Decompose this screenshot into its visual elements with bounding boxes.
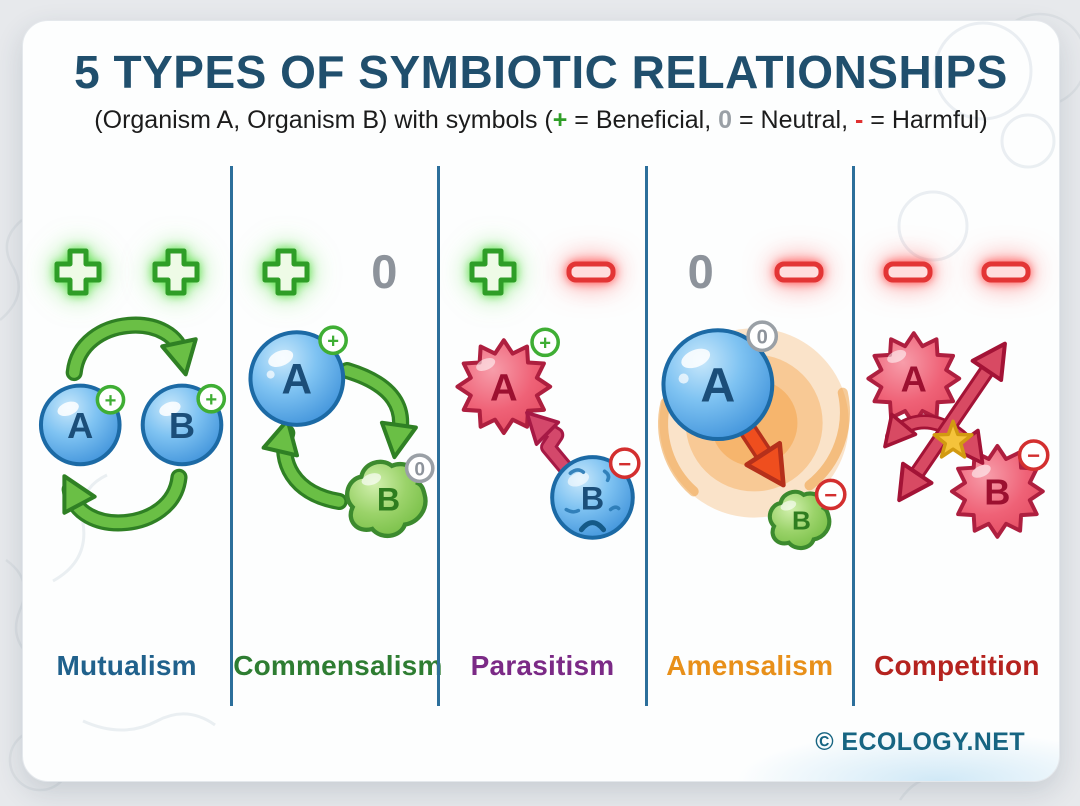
commensalism-effects-row: 0 xyxy=(233,244,437,300)
organism-b-letter: B xyxy=(984,472,1010,513)
infographic-card: 5 TYPES OF SYMBIOTIC RELATIONSHIPS (Orga… xyxy=(22,20,1060,782)
subtitle: (Organism A, Organism B) with symbols (+… xyxy=(23,105,1059,135)
competition-diagram: A B xyxy=(866,331,1050,539)
svg-text:+: + xyxy=(327,330,339,352)
drain-arrow xyxy=(514,400,577,480)
legend-harmful-text: = Harmful) xyxy=(863,105,988,134)
commensalism-diagram: A B + 0 xyxy=(248,325,435,572)
organism-b-letter: B xyxy=(169,405,195,446)
legend-beneficial-text: = Beneficial, xyxy=(567,105,719,134)
column-label-amensalism: Amensalism xyxy=(666,650,834,681)
column-amensalism: 0 xyxy=(644,166,852,706)
clash-arrow-curved xyxy=(871,412,997,474)
organism-b-effect-badge: − xyxy=(609,447,641,480)
organism-a-effect-badge: 0 xyxy=(745,320,778,353)
footer: © ECOLOGY.NET xyxy=(23,706,1059,781)
column-competition: A B xyxy=(851,166,1059,706)
organism-a-effect-badge: + xyxy=(318,325,349,356)
legend-neutral-text: = Neutral, xyxy=(732,105,856,134)
svg-text:0: 0 xyxy=(756,326,767,348)
legend-minus-symbol: - xyxy=(855,105,864,134)
organism-a-effect-badge: + xyxy=(95,384,126,415)
svg-text:0: 0 xyxy=(415,459,426,480)
organism-a: A xyxy=(248,330,346,427)
organism-a-letter: A xyxy=(67,405,93,446)
organism-b-effect-badge: − xyxy=(1017,439,1050,472)
header: 5 TYPES OF SYMBIOTIC RELATIONSHIPS (Orga… xyxy=(23,21,1059,166)
svg-text:+: + xyxy=(540,332,552,354)
sick-marks xyxy=(564,468,621,514)
copyright: © ECOLOGY.NET xyxy=(815,728,1025,756)
cycle-arrow-right xyxy=(338,361,416,460)
organism-b: B xyxy=(550,455,636,540)
svg-text:−: − xyxy=(824,482,837,507)
beneficial-symbol xyxy=(260,246,312,298)
organism-a-letter: A xyxy=(490,367,518,410)
organism-a: A xyxy=(661,328,774,442)
mutualism-diagram: A B + + xyxy=(38,316,227,532)
beneficial-symbol xyxy=(52,246,104,298)
organism-b-letter: B xyxy=(377,482,400,518)
column-label-parasitism: Parasitism xyxy=(470,650,615,681)
svg-text:+: + xyxy=(105,390,117,412)
amensalism-effects-row: 0 xyxy=(648,244,852,300)
parasitism-effects-row xyxy=(440,244,644,300)
columns-container: A B + + Mutualism xyxy=(23,166,1059,706)
harmful-symbol xyxy=(773,246,825,298)
contested-resource-star xyxy=(932,419,974,459)
column-mutualism: A B + + Mutualism xyxy=(23,166,230,706)
parasitism-diagram: A B xyxy=(440,327,641,540)
organism-a: A xyxy=(866,331,961,426)
organism-b-effect-badge: − xyxy=(814,478,847,511)
organism-b: B xyxy=(769,492,828,548)
organism-a-letter: A xyxy=(282,356,313,403)
subtitle-prefix: (Organism A, Organism B) with symbols ( xyxy=(94,105,553,134)
column-label-commensalism: Commensalism xyxy=(233,650,443,681)
legend-plus-symbol: + xyxy=(552,105,568,134)
beneficial-symbol xyxy=(467,246,519,298)
mutualism-effects-row xyxy=(23,244,230,300)
column-parasitism: A B xyxy=(437,166,644,706)
cycle-arrow-bottom xyxy=(49,468,188,532)
neutral-symbol: 0 xyxy=(371,245,398,298)
amensalism-diagram: A B 0 − xyxy=(657,320,850,572)
beneficial-symbol xyxy=(150,246,202,298)
svg-text:+: + xyxy=(205,389,217,411)
organism-a-letter: A xyxy=(900,359,926,400)
column-label-mutualism: Mutualism xyxy=(56,650,197,681)
cycle-arrow-top xyxy=(65,316,202,382)
competition-effects-row xyxy=(855,244,1059,300)
harm-arrow xyxy=(737,419,799,496)
neutral-symbol: 0 xyxy=(687,245,714,298)
harmful-symbol xyxy=(565,246,617,298)
column-label-competition: Competition xyxy=(874,650,1040,681)
svg-text:−: − xyxy=(619,451,632,476)
svg-text:−: − xyxy=(1027,443,1040,468)
organism-a-letter: A xyxy=(700,359,735,413)
sad-mouth xyxy=(579,520,607,533)
harmful-symbol xyxy=(882,246,934,298)
legend-zero-symbol: 0 xyxy=(718,105,733,134)
page-title: 5 TYPES OF SYMBIOTIC RELATIONSHIPS xyxy=(74,46,1008,98)
organism-b: B xyxy=(347,462,425,536)
organism-a-effect-badge: + xyxy=(530,327,561,358)
organism-b-effect-badge: 0 xyxy=(405,453,435,484)
organism-b-effect-badge: + xyxy=(196,383,227,414)
organism-b: B xyxy=(949,444,1045,539)
organism-b-letter: B xyxy=(581,481,604,517)
cycle-arrow-left xyxy=(264,416,348,511)
column-commensalism: 0 xyxy=(230,166,443,706)
organism-b-letter: B xyxy=(792,506,811,536)
organism-a: A xyxy=(458,340,551,433)
harmful-symbol xyxy=(980,246,1032,298)
